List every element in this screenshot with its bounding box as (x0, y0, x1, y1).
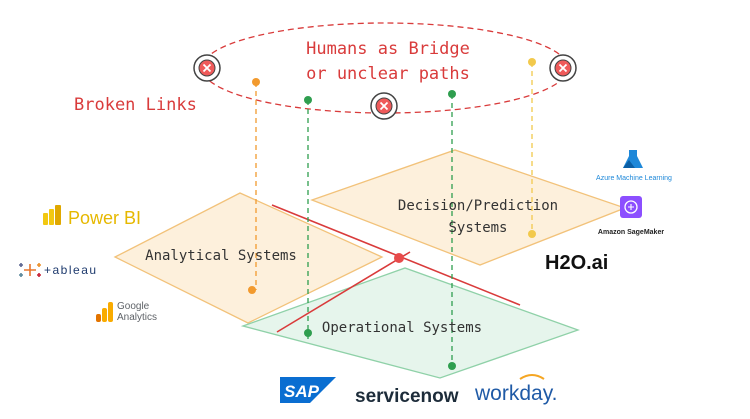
link-operational-right-bottom-dot (448, 362, 456, 370)
link-operational-right-top-dot (448, 90, 456, 98)
link-analytical-bottom-dot (248, 286, 256, 294)
google-analytics-label-line-2: Analytics (117, 312, 157, 323)
decision-label-line-2: Systems (448, 220, 507, 236)
tableau-label: +ableau (44, 263, 98, 277)
divider-line-right (276, 251, 411, 333)
intersection-dot (394, 253, 404, 263)
bridge-title-line-1: Humans as Bridge (306, 39, 470, 59)
sagemaker-label: Amazon SageMaker (598, 229, 664, 236)
tableau-icon (19, 263, 41, 277)
link-analytical-top-dot (252, 78, 260, 86)
link-operational-left-bottom-dot (304, 329, 312, 337)
powerbi-label: Power BI (68, 208, 141, 228)
analytical-layer (113, 192, 384, 324)
workday-arc-icon (519, 374, 545, 380)
link-decision-top-dot (528, 58, 536, 66)
operational-label: Operational Systems (322, 320, 482, 336)
sap-logo: SAP (280, 377, 336, 403)
sap-label: SAP (284, 382, 320, 401)
link-decision-bottom-dot (528, 230, 536, 238)
broken-x-icon (370, 92, 398, 120)
bridge-title-line-2: or unclear paths (306, 64, 470, 84)
sagemaker-icon (620, 196, 642, 218)
workday-label: workday. (474, 382, 557, 405)
powerbi-icon (43, 205, 61, 225)
h2o-label: H2O.ai (545, 252, 608, 274)
servicenow-label: servicenow (355, 386, 459, 407)
azure-ml-label: Azure Machine Learning (596, 175, 672, 182)
broken-x-icon (549, 54, 577, 82)
link-operational-left-top-dot (304, 96, 312, 104)
google-analytics-label-line-1: Google (117, 301, 150, 312)
google-analytics-icon (96, 302, 113, 322)
decision-label-line-1: Decision/Prediction (398, 198, 558, 214)
broken-x-icon (193, 54, 221, 82)
broken-links-label: Broken Links (74, 95, 197, 115)
analytical-label: Analytical Systems (145, 248, 297, 264)
azure-ml-icon (623, 150, 643, 168)
